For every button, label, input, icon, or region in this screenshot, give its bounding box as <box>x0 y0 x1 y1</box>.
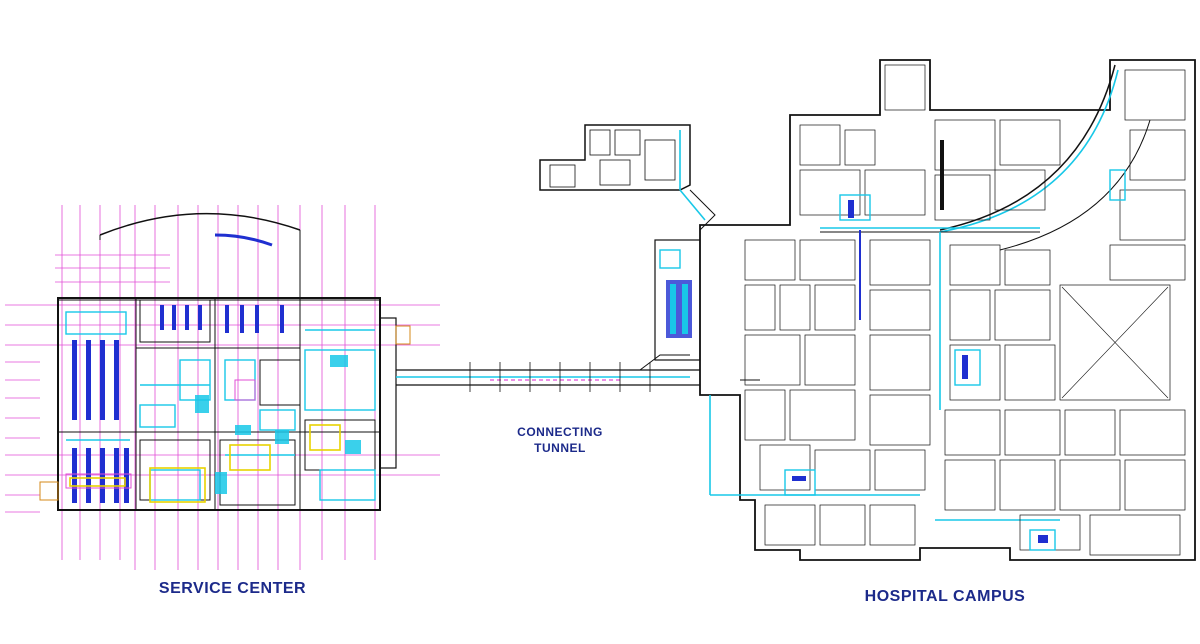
service-center-label: SERVICE CENTER <box>158 580 307 597</box>
tunnel-label-line1: CONNECTING <box>517 425 603 439</box>
hospital-campus-label: HOSPITAL CAMPUS <box>864 588 1026 605</box>
hospital-campus-plan <box>539 59 1196 561</box>
storage-racks <box>72 305 284 503</box>
hospital-rooms <box>744 64 1186 556</box>
tunnel-label-line2: TUNNEL <box>534 441 586 455</box>
blue-block <box>666 280 692 338</box>
hospital-outline <box>699 59 1196 561</box>
connecting-tunnel <box>396 354 700 392</box>
service-center-plan <box>5 205 440 570</box>
canopy-arc <box>99 212 301 236</box>
annex-wing <box>539 124 691 191</box>
connecting-tunnel-label: CONNECTING TUNNEL <box>500 424 620 456</box>
